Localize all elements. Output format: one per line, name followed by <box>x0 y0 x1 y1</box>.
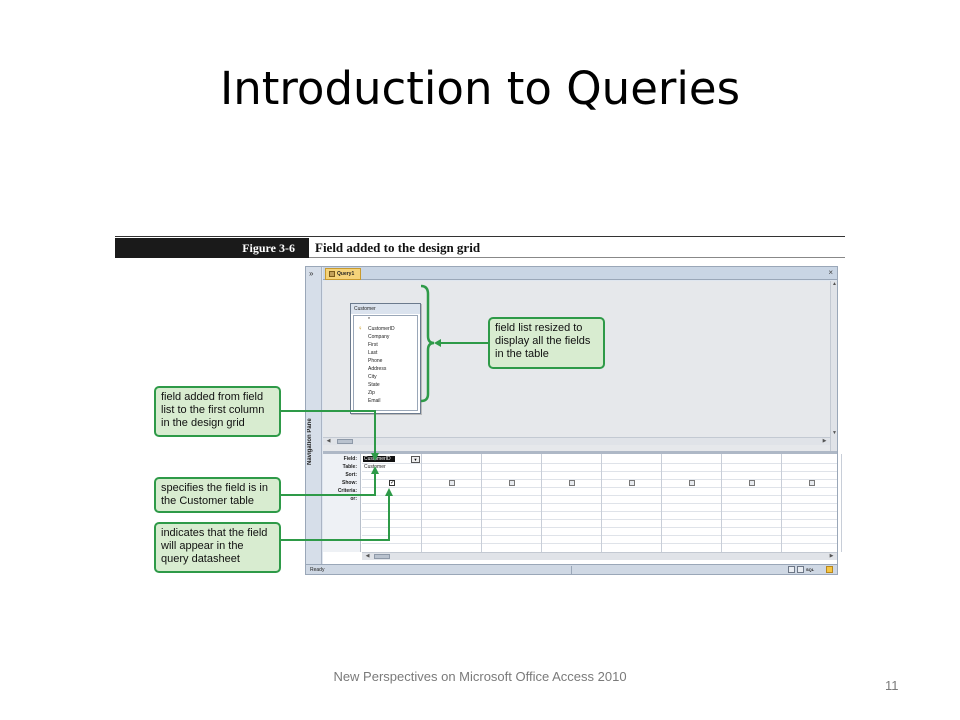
scroll-left-icon[interactable]: ◀ <box>365 553 370 559</box>
design-view-icon[interactable] <box>826 566 833 573</box>
status-divider <box>571 566 572 574</box>
grid-row-divider <box>362 471 837 472</box>
design-grid-row-headers: Field: Table: Sort: Show: Criteria: or: <box>323 454 361 552</box>
design-grid: CustomerID ▼ Customer <box>362 454 842 552</box>
field-item-company[interactable]: Company <box>368 334 390 340</box>
show-checkbox[interactable] <box>509 480 515 486</box>
pane-splitter[interactable] <box>323 451 837 454</box>
callout-table-field: specifies the field is in the Customer t… <box>154 477 281 513</box>
field-item-label: CustomerID <box>368 326 395 332</box>
row-label-show: Show: <box>342 480 357 486</box>
slide-number: 11 <box>885 678 899 693</box>
show-checkbox[interactable] <box>449 480 455 486</box>
field-item-address[interactable]: Address <box>368 366 387 372</box>
access-query-window: » Navigation Pane Query1 × Customer * ♀ … <box>305 266 842 575</box>
show-checkbox[interactable] <box>389 479 395 486</box>
grid-row-divider <box>362 511 837 512</box>
tab-query1-label: Query1 <box>337 271 355 277</box>
show-checkbox[interactable] <box>569 480 575 486</box>
primary-key-icon: ♀ <box>358 326 363 332</box>
field-item-state[interactable]: State <box>368 382 380 388</box>
show-checkbox[interactable] <box>629 480 635 486</box>
show-checkbox[interactable] <box>689 480 695 486</box>
grid-row-divider <box>362 495 837 496</box>
grid-column-1[interactable]: CustomerID ▼ Customer <box>362 454 422 552</box>
navigation-pane-label: Navigation Pane <box>307 418 313 466</box>
scroll-up-icon[interactable]: ▲ <box>832 281 837 287</box>
grid-column-4[interactable] <box>542 454 602 552</box>
query-design-upper-pane: Customer * ♀ CustomerID Company First La… <box>323 281 837 451</box>
grid-column-7[interactable] <box>722 454 782 552</box>
show-checkbox[interactable] <box>809 480 815 486</box>
query-icon <box>329 271 335 277</box>
field-cell[interactable]: CustomerID <box>363 456 395 462</box>
grid-row-divider <box>362 535 837 536</box>
field-item-zip[interactable]: Zip <box>368 390 375 396</box>
field-item-all[interactable]: * <box>368 317 370 323</box>
sql-view-button[interactable]: SQL <box>806 567 815 572</box>
status-text: Ready <box>310 567 325 573</box>
grid-row-divider <box>362 543 837 544</box>
callout-show-field: indicates that the field will appear in … <box>154 522 281 573</box>
row-label-sort: Sort: <box>345 472 357 478</box>
field-item-email[interactable]: Email <box>368 398 381 404</box>
show-checkbox[interactable] <box>749 480 755 486</box>
grid-column-8[interactable] <box>782 454 842 552</box>
field-item-city[interactable]: City <box>368 374 377 380</box>
figure-bottom-rule <box>309 257 845 258</box>
upper-vertical-scrollbar[interactable]: ▲ ▼ <box>830 281 837 451</box>
grid-row-divider <box>362 519 837 520</box>
grid-column-6[interactable] <box>662 454 722 552</box>
grid-row-divider <box>362 487 837 488</box>
field-list-customer[interactable]: Customer * ♀ CustomerID Company First La… <box>350 303 421 414</box>
row-label-or: or: <box>350 496 357 502</box>
slide-footer: New Perspectives on Microsoft Office Acc… <box>333 669 627 684</box>
row-label-table: Table: <box>342 464 357 470</box>
chevron-down-icon[interactable]: ▼ <box>411 456 420 463</box>
grid-row-divider <box>362 463 837 464</box>
grid-row-divider <box>362 479 837 480</box>
row-label-criteria: Criteria: <box>337 488 357 494</box>
design-grid-horizontal-scrollbar[interactable]: ◀ ▶ <box>362 552 837 560</box>
scroll-right-icon[interactable]: ▶ <box>822 438 827 444</box>
pivot-view-icon[interactable] <box>797 566 804 573</box>
field-list-body: * ♀ CustomerID Company First Last Phone … <box>353 315 418 411</box>
grid-column-2[interactable] <box>422 454 482 552</box>
navigation-pane[interactable]: » Navigation Pane <box>306 267 322 564</box>
field-list-title[interactable]: Customer <box>351 304 420 314</box>
scroll-down-icon[interactable]: ▼ <box>832 430 837 436</box>
figure-label: Figure 3-6 <box>115 238 309 258</box>
figure-header: Figure 3-6 Field added to the design gri… <box>115 236 845 258</box>
callout-field-list: field list resized to display all the fi… <box>488 317 605 369</box>
grid-column-3[interactable] <box>482 454 542 552</box>
scroll-right-icon[interactable]: ▶ <box>829 553 834 559</box>
scroll-left-icon[interactable]: ◀ <box>326 438 331 444</box>
design-grid-pane: Field: Table: Sort: Show: Criteria: or: … <box>323 454 842 564</box>
field-item-customerid[interactable]: ♀ CustomerID <box>358 326 395 332</box>
upper-horizontal-scrollbar[interactable]: ◀ ▶ <box>323 437 830 445</box>
callout-field-added: field added from field list to the first… <box>154 386 281 437</box>
scroll-thumb[interactable] <box>337 439 353 444</box>
field-item-phone[interactable]: Phone <box>368 358 383 364</box>
grid-row-divider <box>362 527 837 528</box>
field-item-first[interactable]: First <box>368 342 378 348</box>
table-cell[interactable]: Customer <box>364 464 386 470</box>
status-bar: Ready SQL <box>306 564 837 574</box>
scroll-thumb[interactable] <box>374 554 390 559</box>
datasheet-view-icon[interactable] <box>788 566 795 573</box>
figure-caption: Field added to the design grid <box>315 240 481 255</box>
double-chevron-icon[interactable]: » <box>309 269 314 278</box>
field-item-last[interactable]: Last <box>368 350 378 356</box>
figure-top-rule <box>115 236 845 237</box>
tab-query1[interactable]: Query1 <box>325 268 361 280</box>
row-label-field: Field: <box>343 456 357 462</box>
grid-column-5[interactable] <box>602 454 662 552</box>
grid-row-divider <box>362 503 837 504</box>
close-icon[interactable]: × <box>828 268 833 277</box>
document-tab-bar: Query1 × <box>323 267 837 280</box>
slide-title: Introduction to Queries <box>219 62 741 115</box>
